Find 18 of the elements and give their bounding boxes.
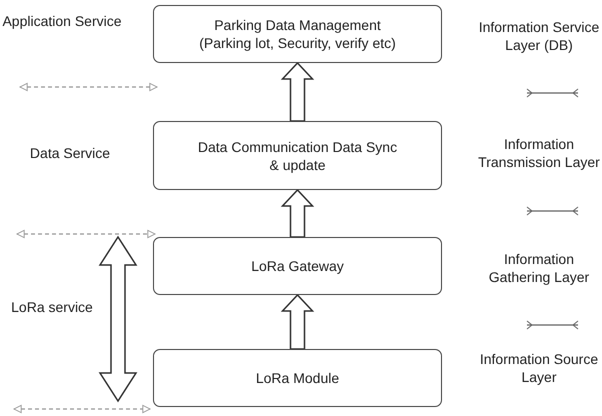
block-arrow bbox=[280, 188, 314, 238]
block-arrow bbox=[280, 294, 314, 350]
block-arrow bbox=[280, 62, 314, 122]
process-box bbox=[153, 5, 442, 63]
process-box bbox=[153, 349, 442, 407]
layer-label: Application Service bbox=[2, 12, 122, 30]
layer-label: Information Source Layer bbox=[478, 350, 600, 386]
box-label: Data Communication Data Sync & update bbox=[196, 138, 398, 174]
layer-label: Information Transmission Layer bbox=[478, 135, 600, 171]
layer-label: Data Service bbox=[28, 144, 112, 162]
process-box bbox=[153, 121, 442, 190]
layer-label: Information Service Layer (DB) bbox=[478, 18, 600, 54]
box-label: LoRa Module bbox=[254, 369, 340, 387]
box-label: LoRa Gateway bbox=[250, 257, 345, 275]
layer-label: Information Gathering Layer bbox=[488, 250, 590, 286]
process-box bbox=[153, 237, 442, 295]
layer-label: LoRa service bbox=[10, 298, 94, 316]
box-label: Parking Data Management (Parking lot, Security, verify etc) bbox=[198, 16, 397, 52]
